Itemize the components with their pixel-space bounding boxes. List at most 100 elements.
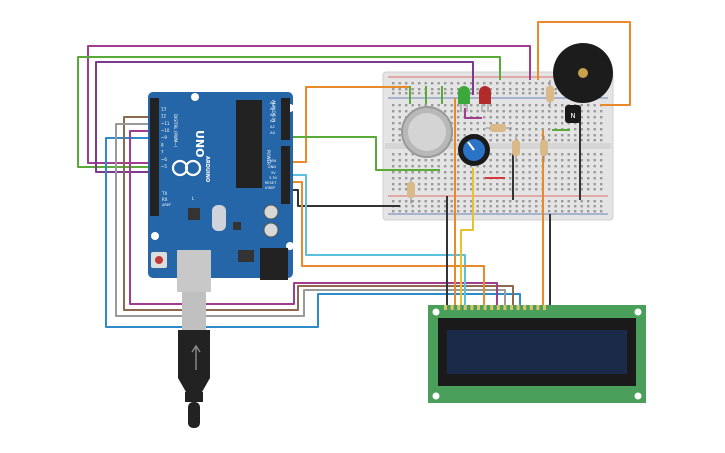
breadboard-hole	[522, 200, 525, 203]
breadboard-hole	[398, 110, 401, 113]
lcd-pin	[457, 305, 461, 310]
breadboard-hole	[509, 188, 512, 191]
resistor-3	[512, 136, 520, 162]
breadboard-hole	[509, 165, 512, 168]
breadboard-hole	[574, 165, 577, 168]
lcd-pin	[470, 305, 474, 310]
breadboard-hole	[535, 200, 538, 203]
lcd-pin	[477, 305, 480, 310]
arduino-board: UNO ARDUINO DIGITAL (PWM~) POWER ANALOG …	[148, 92, 294, 292]
breadboard-hole	[502, 200, 505, 203]
pin-label: 8	[161, 142, 164, 147]
breadboard-hole	[476, 205, 479, 208]
breadboard-hole	[522, 116, 525, 119]
breadboard-hole	[522, 183, 525, 186]
breadboard-hole	[593, 183, 596, 186]
breadboard-hole	[528, 159, 531, 162]
breadboard-hole	[457, 205, 460, 208]
breadboard-hole	[600, 200, 603, 203]
wire-green-top	[77, 56, 501, 168]
breadboard-hole	[392, 153, 395, 156]
breadboard-hole	[483, 122, 486, 125]
breadboard-hole	[600, 210, 603, 213]
breadboard-hole	[444, 153, 447, 156]
lcd-pin	[516, 305, 520, 310]
breadboard-hole	[502, 159, 505, 162]
pin-label: 12	[161, 114, 167, 119]
breadboard-hole	[528, 183, 531, 186]
breadboard-hole	[502, 183, 505, 186]
breadboard-hole	[470, 210, 473, 213]
breadboard-hole	[470, 110, 473, 113]
breadboard-hole	[450, 177, 453, 180]
breadboard-hole	[457, 159, 460, 162]
breadboard-hole	[496, 122, 499, 125]
breadboard-hole	[509, 104, 512, 107]
breadboard-hole	[528, 92, 531, 95]
breadboard-hole	[554, 200, 557, 203]
breadboard-hole	[470, 128, 473, 131]
gas-sensor	[401, 106, 453, 158]
breadboard-hole	[522, 171, 525, 174]
breadboard-hole	[535, 110, 538, 113]
breadboard-hole	[502, 139, 505, 142]
breadboard-hole	[424, 188, 427, 191]
breadboard-hole	[509, 116, 512, 119]
breadboard-hole	[528, 128, 531, 131]
breadboard-hole	[496, 205, 499, 208]
breadboard-hole	[535, 122, 538, 125]
breadboard-hole	[574, 177, 577, 180]
breadboard-hole	[496, 82, 499, 85]
breadboard-hole	[548, 104, 551, 107]
breadboard-hole	[567, 171, 570, 174]
usb-cable	[178, 292, 210, 428]
breadboard-hole	[528, 122, 531, 125]
breadboard-hole	[580, 159, 583, 162]
breadboard-hole	[515, 159, 518, 162]
breadboard-hole	[548, 188, 551, 191]
wire-orange-5v	[290, 86, 410, 163]
breadboard-hole	[392, 134, 395, 137]
breadboard-hole	[496, 171, 499, 174]
breadboard-hole	[561, 153, 564, 156]
breadboard-hole	[411, 171, 414, 174]
breadboard-hole	[528, 82, 531, 85]
breadboard-hole	[444, 88, 447, 91]
breadboard-hole	[528, 188, 531, 191]
breadboard-hole	[509, 205, 512, 208]
potentiometer[interactable]	[458, 134, 490, 166]
breadboard-hole	[535, 205, 538, 208]
breadboard-hole	[496, 116, 499, 119]
breadboard-hole	[587, 134, 590, 137]
breadboard-hole	[574, 134, 577, 137]
breadboard-hole	[405, 200, 408, 203]
breadboard-hole	[548, 171, 551, 174]
breadboard-hole	[457, 116, 460, 119]
breadboard-hole	[567, 188, 570, 191]
l-label: L	[192, 196, 195, 201]
breadboard-hole	[431, 205, 434, 208]
breadboard-hole	[502, 122, 505, 125]
breadboard-hole	[522, 165, 525, 168]
breadboard-hole	[476, 92, 479, 95]
breadboard-hole	[567, 122, 570, 125]
breadboard-hole	[444, 177, 447, 180]
breadboard-hole	[398, 200, 401, 203]
breadboard-hole	[483, 165, 486, 168]
tx-label: TX	[161, 191, 167, 196]
breadboard-hole	[561, 110, 564, 113]
breadboard-hole	[522, 104, 525, 107]
breadboard-hole	[522, 134, 525, 137]
breadboard-hole	[580, 104, 583, 107]
breadboard-hole	[450, 200, 453, 203]
breadboard-hole	[561, 183, 564, 186]
breadboard-hole	[476, 88, 479, 91]
breadboard-hole	[567, 153, 570, 156]
breadboard-hole	[567, 200, 570, 203]
breadboard-hole	[587, 139, 590, 142]
breadboard-hole	[515, 82, 518, 85]
breadboard-hole	[489, 210, 492, 213]
breadboard-hole	[405, 210, 408, 213]
breadboard-hole	[476, 210, 479, 213]
breadboard-hole	[450, 122, 453, 125]
